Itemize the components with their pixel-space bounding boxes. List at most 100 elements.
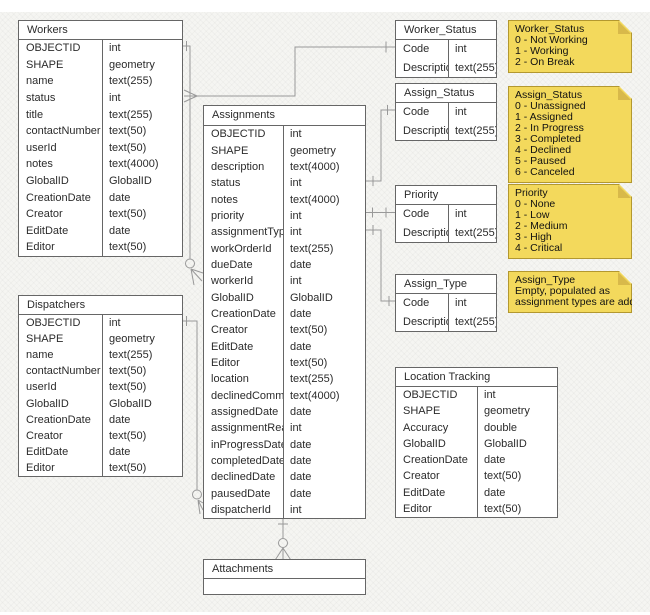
field-name: EditDate bbox=[204, 338, 284, 355]
field-type: text(4000) bbox=[290, 389, 340, 402]
field-name: GlobalID bbox=[396, 435, 478, 452]
field-name: EditDate bbox=[396, 484, 478, 501]
field-type: int bbox=[290, 177, 302, 190]
field-name: Creator bbox=[396, 468, 478, 485]
field-type: text(50) bbox=[484, 502, 522, 515]
entity-table-priority: Priority CodeintDescriptiontext(255) bbox=[395, 185, 497, 243]
field-name: SHAPE bbox=[204, 142, 284, 159]
field-name: priority bbox=[204, 207, 284, 225]
field-type: date bbox=[290, 438, 312, 451]
field-type: int bbox=[290, 128, 302, 141]
field-name: workerId bbox=[204, 273, 284, 290]
table-title: Worker_Status bbox=[396, 21, 496, 40]
field-name: pausedDate bbox=[204, 485, 284, 502]
field-type: GlobalID bbox=[484, 437, 527, 450]
field-name: SHAPE bbox=[19, 56, 103, 74]
entity-table-attachments: Attachments bbox=[203, 559, 366, 595]
note-line: 4 - Declined bbox=[515, 144, 572, 156]
field-name: Code bbox=[396, 294, 449, 313]
field-row: Editor text(50) bbox=[19, 459, 182, 476]
entity-table-assign-status: Assign_Status CodeintDescriptiontext(255… bbox=[395, 83, 497, 141]
note-line: 3 - High bbox=[515, 231, 552, 243]
field-name: CreationDate bbox=[19, 411, 103, 428]
field-type: date bbox=[290, 258, 312, 271]
note-line: 2 - In Progress bbox=[515, 122, 584, 134]
field-type: text(50) bbox=[109, 461, 147, 474]
field-row: GlobalID GlobalID bbox=[19, 395, 182, 412]
field-name: Editor bbox=[204, 354, 284, 372]
field-type: geometry bbox=[484, 405, 530, 418]
field-type: int bbox=[290, 226, 302, 239]
field-type: text(50) bbox=[109, 241, 147, 254]
field-name: CreationDate bbox=[204, 305, 284, 323]
table-title: Dispatchers bbox=[19, 296, 182, 315]
field-name: completedDate bbox=[204, 452, 284, 470]
table-title: Assign_Status bbox=[396, 84, 496, 103]
field-type: text(50) bbox=[109, 208, 147, 221]
field-type: int bbox=[109, 92, 121, 105]
field-type: text(4000) bbox=[109, 158, 159, 171]
field-row: declinedCommenttext(4000) bbox=[204, 387, 365, 404]
field-name: Creator bbox=[204, 322, 284, 339]
note-line: 3 - Completed bbox=[515, 133, 581, 145]
field-type: text(255) bbox=[455, 61, 496, 74]
table-title: Priority bbox=[396, 186, 496, 205]
field-type: text(255) bbox=[290, 373, 334, 386]
field-name: GlobalID bbox=[19, 395, 103, 412]
field-type: int bbox=[484, 389, 496, 402]
field-name: CreationDate bbox=[396, 452, 478, 469]
note-line: 5 - Paused bbox=[515, 155, 566, 167]
field-name: workOrderId bbox=[204, 240, 284, 257]
field-name: declinedDate bbox=[204, 469, 284, 486]
field-name: title bbox=[19, 106, 103, 123]
note-line: 1 - Assigned bbox=[515, 111, 573, 123]
field-type: GlobalID bbox=[109, 397, 152, 410]
field-name: notes bbox=[19, 156, 103, 173]
table-rows: CodeintDescriptiontext(255) bbox=[396, 103, 496, 140]
field-name: GlobalID bbox=[204, 289, 284, 306]
field-type: date bbox=[290, 340, 312, 353]
field-type: date bbox=[109, 224, 131, 237]
field-type: GlobalID bbox=[290, 291, 333, 304]
field-type: text(50) bbox=[484, 470, 522, 483]
field-name: EditDate bbox=[19, 443, 103, 460]
field-name: OBJECTID bbox=[19, 315, 103, 332]
field-name: Editor bbox=[396, 500, 478, 517]
table-title: Attachments bbox=[204, 560, 365, 579]
field-row: Editor text(50) bbox=[396, 500, 557, 517]
table-title: Location Tracking bbox=[396, 368, 557, 387]
field-name: status bbox=[19, 89, 103, 107]
note-title: Worker_Status bbox=[515, 23, 585, 35]
field-name: Editor bbox=[19, 459, 103, 476]
